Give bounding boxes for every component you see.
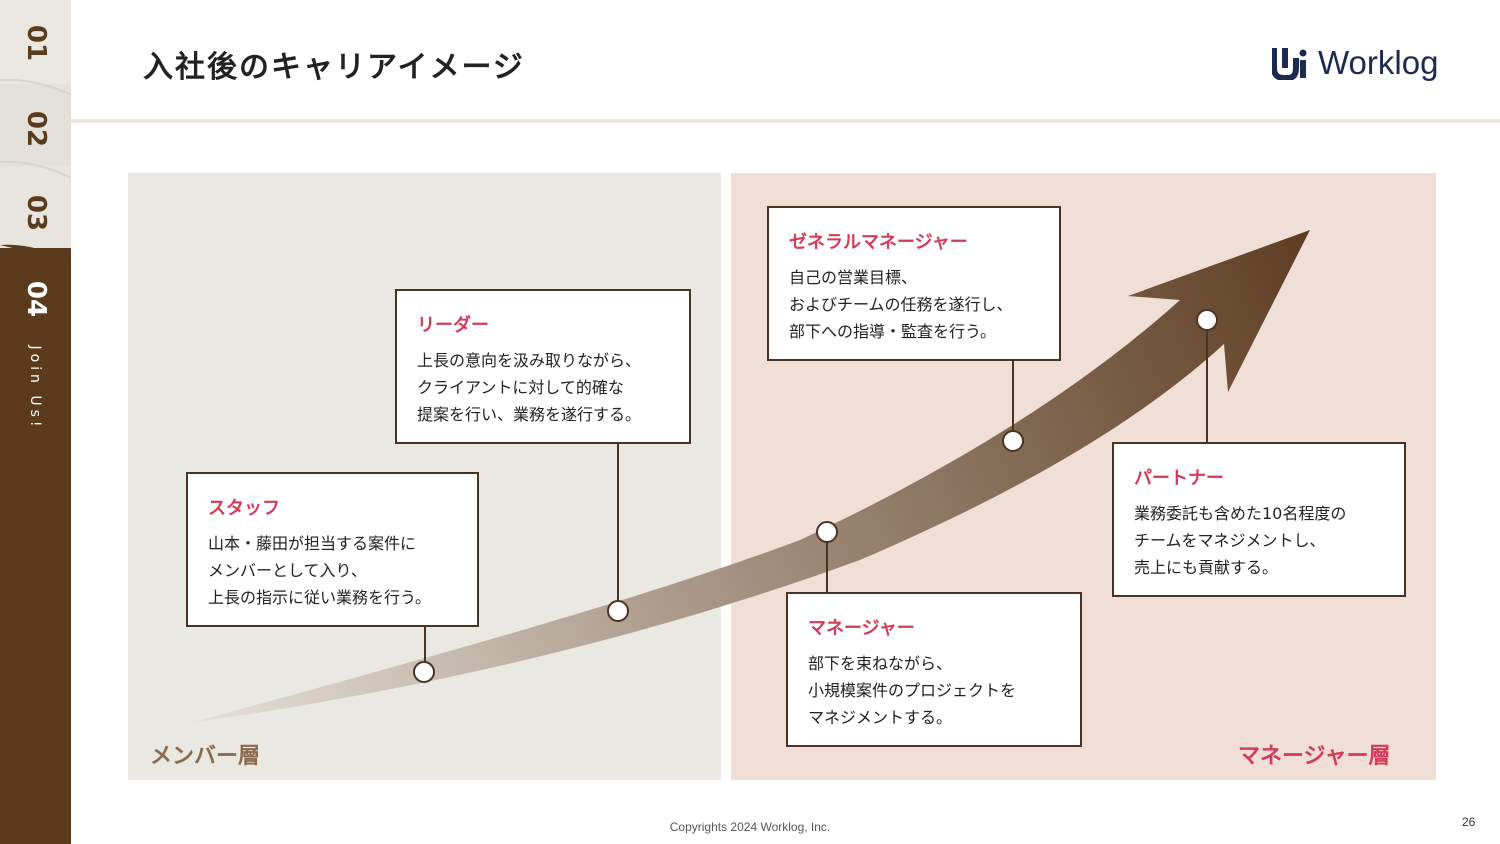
manager-layer-label: マネージャー層 <box>1238 744 1391 769</box>
milestone-leader <box>607 600 629 622</box>
role-card-general-manager: ゼネラルマネージャー 自己の営業目標、 およびチームの任務を遂行し、 部下への指… <box>767 206 1061 361</box>
milestone-partner <box>1196 309 1218 331</box>
tab-03[interactable]: 03 <box>0 166 71 258</box>
role-description: 山本・藤田が担当する案件に メンバーとして入り、 上長の指示に従い業務を行う。 <box>208 534 432 607</box>
role-card-leader: リーダー 上長の意向を汲み取りながら、 クライアントに対して的確な 提案を行い、… <box>395 289 691 444</box>
role-description: 部下を束ねながら、 小規模案件のプロジェクトを マネジメントする。 <box>808 654 1017 727</box>
career-growth-arrow <box>190 230 1310 723</box>
header-divider <box>71 119 1500 123</box>
role-description: 業務委託も含めた10名程度の チームをマネジメントし、 売上にも貢献する。 <box>1134 504 1347 577</box>
role-title: ゼネラルマネージャー <box>789 232 968 253</box>
role-description: 上長の意向を汲み取りながら、 クライアントに対して的確な 提案を行い、業務を遂行… <box>417 351 642 424</box>
logo-text: Worklog <box>1318 44 1439 81</box>
tab-02[interactable]: 02 <box>0 84 71 176</box>
milestone-gm <box>1002 430 1024 452</box>
brand-logo: Worklog <box>1272 44 1438 82</box>
role-title: マネージャー <box>808 618 915 639</box>
role-title: リーダー <box>417 315 489 336</box>
milestone-staff <box>413 661 435 683</box>
role-description: 自己の営業目標、 およびチームの任務を遂行し、 部下への指導・監査を行う。 <box>789 268 1013 341</box>
worklog-logo-icon <box>1272 48 1307 80</box>
milestone-manager <box>816 521 838 543</box>
role-title: スタッフ <box>208 498 280 519</box>
role-title: パートナー <box>1134 468 1224 489</box>
member-layer-label: メンバー層 <box>150 744 261 769</box>
role-card-staff: スタッフ 山本・藤田が担当する案件に メンバーとして入り、 上長の指示に従い業務… <box>186 472 479 627</box>
tab-04-active[interactable] <box>0 248 71 844</box>
page-title: 入社後のキャリアイメージ <box>143 50 525 85</box>
tab-dividers <box>0 78 71 262</box>
role-card-partner: パートナー 業務委託も含めた10名程度の チームをマネジメントし、 売上にも貢献… <box>1112 442 1406 597</box>
copyright-text: Copyrights 2024 Worklog, Inc. <box>669 820 831 834</box>
role-card-manager: マネージャー 部下を束ねながら、 小規模案件のプロジェクトを マネジメントする。 <box>786 592 1082 747</box>
sidebar-nav: 01 02 03 04 Join Us! <box>0 0 71 844</box>
page-number: 26 <box>1462 815 1476 829</box>
